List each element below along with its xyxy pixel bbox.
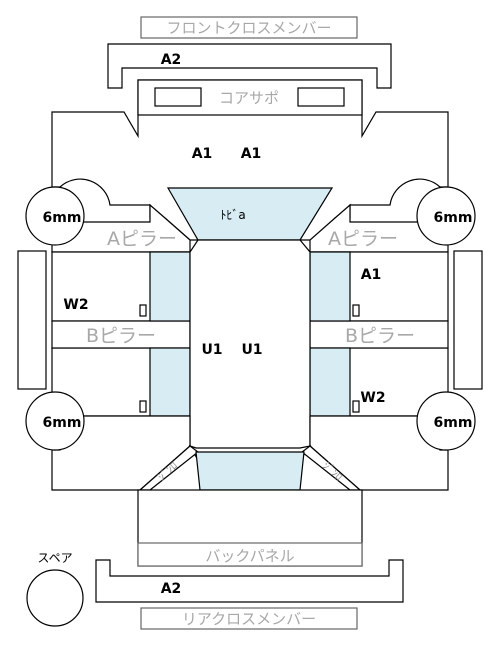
b-pillar-left-label: Bピラー	[86, 325, 156, 347]
code-a2-bottom: A2	[161, 581, 182, 597]
left-rocker-rear	[149, 347, 191, 417]
tire-rear-right	[416, 391, 476, 451]
front-cross-member-label: フロントクロスメンバー	[166, 19, 331, 37]
back-panel-box	[137, 542, 363, 567]
code-a1-right: A1	[241, 146, 262, 162]
tire-front-right-label: 6mm	[434, 210, 473, 226]
rear-bumper-panel	[95, 559, 404, 603]
code-w2-left: W2	[63, 297, 88, 313]
tire-rear-right-label: 6mm	[434, 415, 473, 431]
left-rocker-front	[149, 251, 191, 322]
spare-tire	[26, 569, 84, 627]
left-front-handle	[139, 304, 147, 317]
front-cross-member-box	[140, 16, 358, 39]
left-rear-handle	[139, 400, 147, 413]
left-door-strip	[17, 250, 47, 390]
code-a2-top: A2	[161, 52, 182, 68]
back-panel-label: バックパネル	[205, 547, 294, 565]
code-u1-right: U1	[241, 342, 262, 358]
rear-window-panel	[195, 451, 305, 491]
right-door-strip	[453, 250, 483, 390]
right-rear-handle	[352, 400, 360, 413]
b-pillar-right-band	[309, 320, 449, 349]
headlight-left	[154, 87, 202, 107]
windshield-label: ﾄﾋﾞa	[220, 208, 245, 222]
right-rocker-front	[309, 251, 351, 322]
front-bumper-panel	[107, 43, 392, 89]
headlight-right	[297, 87, 345, 107]
spare-label: スペア	[37, 551, 72, 565]
code-a1-side: A1	[361, 267, 382, 283]
right-front-handle	[352, 304, 360, 317]
tire-front-right	[416, 186, 476, 246]
a-pillar-left-label: Aピラー	[107, 228, 177, 250]
right-rocker-rear	[309, 347, 351, 417]
a-pillar-right-label: Aピラー	[328, 228, 398, 250]
code-w2-right-upper: W2	[360, 390, 385, 406]
code-u1-left: U1	[201, 342, 222, 358]
rear-cross-member-label: リアクロスメンバー	[182, 610, 316, 628]
rear-cross-member-box	[140, 607, 358, 630]
tire-front-left	[25, 186, 85, 246]
tire-front-left-label: 6mm	[43, 210, 82, 226]
tire-rear-left-label: 6mm	[43, 415, 82, 431]
b-pillar-left-band	[51, 320, 191, 349]
b-pillar-right-label: Bピラー	[345, 325, 415, 347]
core-support-label: コアサポ	[219, 89, 279, 107]
tire-rear-left	[25, 391, 85, 451]
code-a1-left: A1	[192, 146, 213, 162]
